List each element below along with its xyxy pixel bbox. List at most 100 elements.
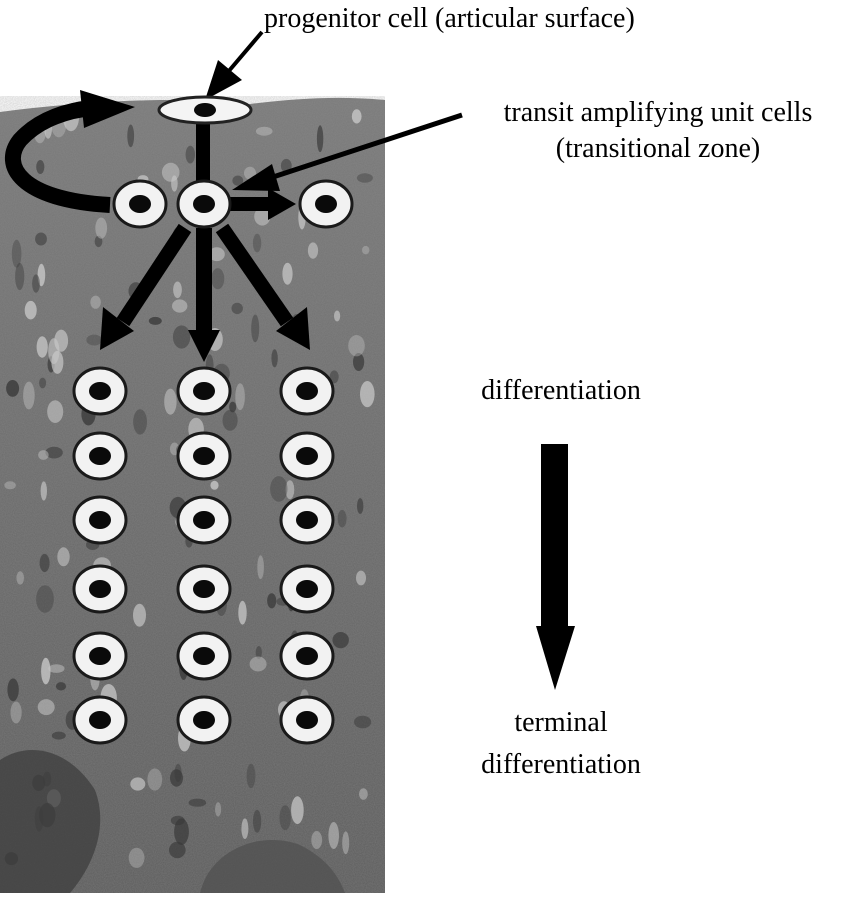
lacuna: [338, 510, 347, 528]
terminal-label-line2: differentiation: [456, 748, 666, 782]
lacuna: [247, 764, 256, 789]
lacuna: [54, 330, 68, 352]
lacuna: [36, 160, 44, 174]
lacuna: [35, 233, 47, 246]
lacuna: [210, 481, 218, 490]
lacuna: [352, 109, 362, 123]
transit-cell-3: [300, 181, 352, 227]
terminal-label-line1: terminal: [456, 706, 666, 740]
lacuna: [250, 657, 267, 672]
lacuna: [38, 699, 55, 715]
column-cell-r3-c3: [281, 497, 333, 543]
lacuna: [342, 831, 349, 854]
column-cell-r1-c1: [74, 368, 126, 414]
lacuna: [133, 604, 146, 627]
progenitor-cell-nucleus: [194, 103, 216, 117]
lacuna: [229, 402, 236, 413]
lacuna: [164, 389, 176, 415]
cell-nucleus: [89, 511, 111, 529]
lacuna: [362, 246, 369, 254]
lacuna: [95, 218, 107, 239]
column-cell-r4-c1: [74, 566, 126, 612]
lacuna: [162, 163, 180, 182]
cell-nucleus: [89, 711, 111, 729]
lacuna: [251, 315, 259, 343]
progenitor-label: progenitor cell (articular surface): [264, 2, 635, 36]
lacuna: [232, 303, 243, 314]
lacuna: [133, 409, 147, 434]
lacuna: [333, 632, 349, 648]
lacuna: [317, 125, 323, 152]
lacuna: [7, 678, 18, 701]
transit-label-line1: transit amplifying unit cells: [466, 96, 850, 130]
column-cell-r4-c3: [281, 566, 333, 612]
lacuna: [57, 547, 69, 566]
lacuna: [291, 796, 304, 824]
lacuna: [257, 555, 264, 579]
cell-nucleus: [193, 382, 215, 400]
lacuna: [334, 311, 340, 322]
lacuna: [86, 335, 101, 346]
lacuna: [357, 173, 373, 182]
lacuna: [238, 601, 246, 625]
lacuna: [52, 732, 66, 740]
lacuna: [308, 242, 318, 258]
lacuna: [359, 788, 368, 800]
differentiation-arrow-shaft: [541, 444, 568, 630]
lacuna: [189, 799, 207, 807]
lacuna: [32, 275, 40, 293]
cell-nucleus: [296, 447, 318, 465]
lacuna: [172, 299, 187, 312]
transit-cell-1: [114, 181, 166, 227]
lacuna: [11, 702, 22, 724]
lacuna: [6, 380, 19, 397]
cell-nucleus: [296, 580, 318, 598]
lacuna: [173, 325, 190, 348]
lacuna: [37, 336, 48, 357]
lacuna: [348, 335, 365, 356]
transit-label: transit amplifying unit cells (transitio…: [466, 96, 850, 166]
lacuna: [40, 554, 50, 572]
lacuna: [215, 802, 221, 816]
cell-nucleus: [193, 580, 215, 598]
lacuna: [130, 777, 145, 790]
transit-label-line2: (transitional zone): [466, 132, 850, 166]
column-cell-r5-c1: [74, 633, 126, 679]
lacuna: [328, 822, 339, 849]
transit-cell-2: [178, 181, 230, 227]
lacuna: [36, 585, 54, 613]
lacuna: [47, 400, 63, 423]
lacuna: [241, 818, 248, 839]
progenitor-stem: [196, 122, 210, 182]
terminal-differentiation-label: terminal differentiation: [456, 706, 666, 782]
cell-nucleus: [193, 511, 215, 529]
lacuna: [15, 263, 24, 290]
cell-nucleus: [89, 647, 111, 665]
progenitor-callout-line: [228, 32, 262, 72]
column-cell-r2-c3: [281, 433, 333, 479]
lacuna: [127, 124, 134, 147]
lacuna: [354, 716, 371, 729]
lacuna: [211, 268, 224, 289]
lacuna: [48, 664, 64, 673]
lacuna: [25, 301, 37, 320]
cell-nucleus: [315, 195, 337, 213]
lacuna: [56, 682, 66, 690]
cell-nucleus: [296, 511, 318, 529]
lacuna: [149, 317, 162, 325]
lacuna: [41, 658, 50, 685]
cell-nucleus: [89, 382, 111, 400]
cell-nucleus: [193, 647, 215, 665]
lacuna: [356, 571, 366, 586]
lacuna: [253, 234, 261, 253]
lacuna: [282, 263, 292, 285]
transit-side-shaft: [226, 197, 272, 211]
cell-nucleus: [193, 195, 215, 213]
lacuna: [223, 410, 238, 431]
lacuna: [270, 476, 287, 502]
column-cell-r6-c2: [178, 697, 230, 743]
lacuna: [147, 768, 162, 790]
column-cell-r3-c2: [178, 497, 230, 543]
column-cell-r2-c2: [178, 433, 230, 479]
